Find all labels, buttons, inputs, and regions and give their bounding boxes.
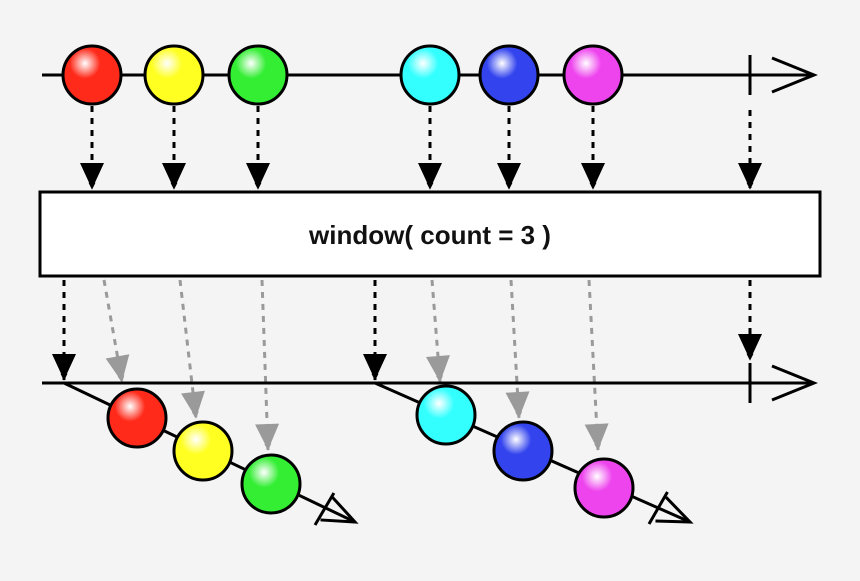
window-2-marble-magenta	[573, 457, 635, 519]
operator-rect	[38, 190, 822, 278]
window-stream-2	[374, 381, 694, 525]
source-marble-cyan	[399, 44, 461, 106]
window-open-arrow-0-head	[52, 354, 76, 380]
ghost-arrow-4-head	[505, 391, 530, 418]
window-stream-1	[63, 381, 359, 526]
input-arrow-2-head	[246, 163, 270, 189]
ghost-arrow-0-head	[105, 354, 130, 382]
input-arrow-1-head	[162, 163, 186, 189]
operator-label: window( count = 3 )	[308, 220, 551, 250]
ghost-arrow-3-head	[426, 355, 450, 382]
input-arrow-5-head	[581, 163, 605, 189]
window-complete-tick-1	[313, 492, 336, 526]
window-1-marble-red	[106, 387, 168, 449]
source-timeline	[42, 44, 818, 106]
source-marble-blue	[478, 44, 540, 106]
input-arrow-3-head	[418, 163, 442, 189]
input-arrow-4-head	[497, 163, 521, 189]
ghost-arrow-1-head	[181, 390, 205, 418]
ghost-arrow-5-head	[584, 423, 609, 450]
ghost-arrow-2-head	[255, 423, 280, 450]
window-2-marble-blue	[492, 420, 554, 482]
input-arrow-complete-head	[738, 163, 762, 189]
source-marble-red	[61, 44, 123, 106]
window-streams	[63, 381, 694, 526]
source-axis-arrowhead	[771, 56, 818, 94]
output-axis-arrowhead	[771, 364, 818, 402]
window-open-arrow-1-head	[363, 354, 387, 380]
source-marble-yellow	[143, 44, 205, 106]
output-complete-arrow-head	[738, 334, 762, 360]
ghost-arrow-5	[587, 279, 602, 451]
window-2-marble-cyan	[415, 384, 477, 446]
output-timeline	[42, 363, 818, 403]
input-arrow-0-head	[80, 163, 104, 189]
output-arrows	[52, 279, 762, 451]
source-marble-green	[227, 44, 289, 106]
source-marble-magenta	[562, 44, 624, 106]
window-arrowhead-2	[655, 496, 694, 524]
window-1-marble-green	[240, 453, 302, 515]
input-arrows	[80, 106, 762, 190]
window-1-marble-yellow	[172, 420, 234, 482]
source-marbles	[61, 44, 624, 106]
window-arrowhead-1	[320, 495, 359, 524]
operator-box: window( count = 3 )	[38, 190, 822, 278]
window-complete-tick-2	[647, 491, 669, 525]
ghost-arrow-2	[260, 279, 272, 451]
